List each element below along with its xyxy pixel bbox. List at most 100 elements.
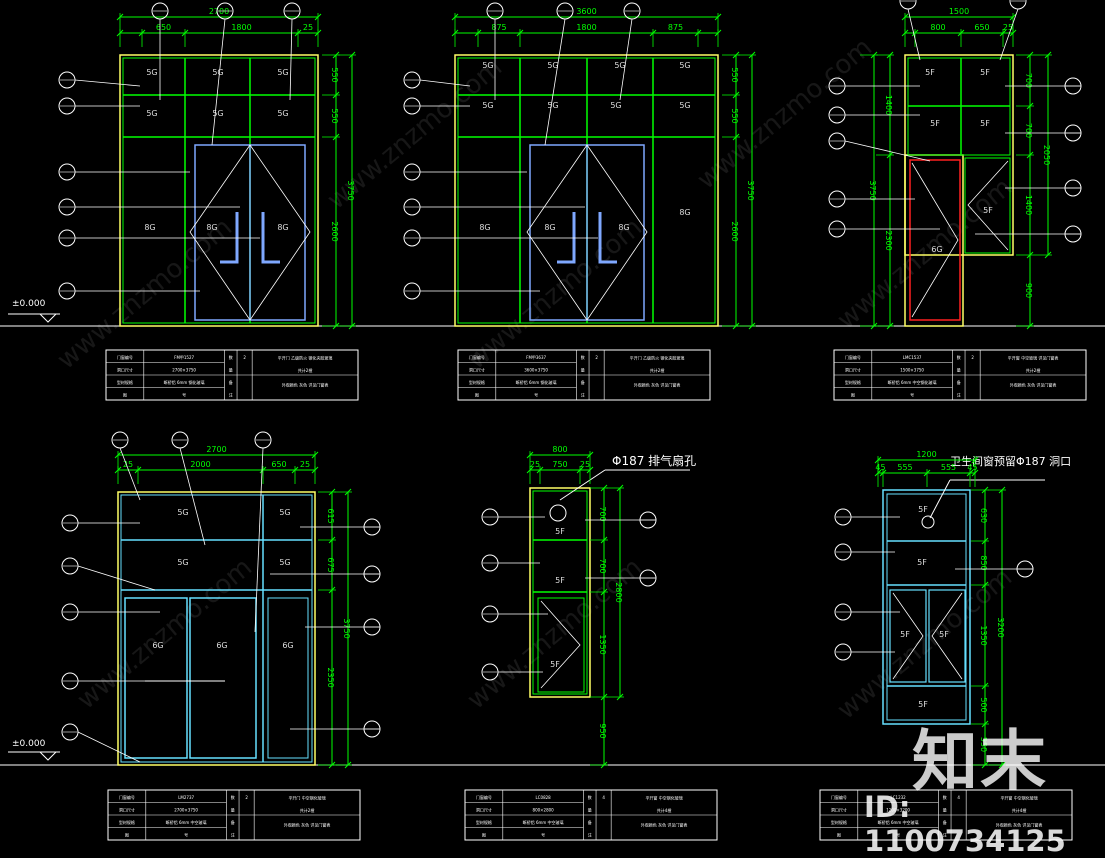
- schedule-cell: 号: [541, 832, 545, 838]
- elevation-5-casement-sash: [537, 597, 585, 693]
- schedule-cell: 洞口尺寸: [831, 807, 847, 813]
- leader-line: [211, 18, 226, 146]
- glass-spec-label: 5F: [918, 700, 928, 709]
- elevation-4-top-dim-text: 25: [300, 460, 310, 469]
- elevation-1-right-dim-text: 550: [330, 67, 339, 82]
- dim-slash: [332, 91, 340, 99]
- dim-slash: [348, 51, 356, 59]
- dim-slash: [649, 29, 657, 37]
- elevation-5-top-dim-text: 750: [552, 460, 567, 469]
- schedule-cell: 备: [588, 819, 592, 825]
- glass-spec-label: 5F: [918, 505, 928, 514]
- elevation-5-right-dim-text: 700: [598, 558, 607, 573]
- elevation-3-top-dim-text: 25: [1003, 23, 1013, 32]
- dim-slash: [600, 693, 608, 701]
- elevation-2-top-dim-text: 1800: [576, 23, 596, 32]
- elevation-5-outer-frame: [529, 487, 591, 698]
- tag-circle: [481, 605, 499, 623]
- tag-circle: [403, 97, 421, 115]
- dim-slash: [332, 51, 340, 59]
- glass-spec-label: 5F: [930, 119, 940, 128]
- schedule-cell: 平开门 乙级防火 钢化夹胶玻璃: [278, 354, 333, 360]
- schedule-cell: 型材规格: [476, 819, 492, 825]
- glass-spec-label: 5F: [900, 630, 910, 639]
- dim-slash: [526, 466, 534, 474]
- schedule-cell: 外观颜色 灰色 详见门窗表: [641, 821, 688, 827]
- window-swing-triangle: [892, 592, 924, 680]
- tag-circle: [1064, 77, 1082, 95]
- elevation-5-overall-dim-text: 800: [552, 445, 567, 454]
- glass-spec-label: 8G: [479, 223, 490, 232]
- leader-line: [619, 18, 633, 101]
- dim-slash: [1026, 51, 1034, 59]
- elevation-4-right-dim-text: 675: [326, 557, 335, 572]
- glass-spec-label: 5G: [146, 68, 157, 77]
- schedule-cell: 4: [602, 795, 605, 800]
- tag-circle: [61, 723, 79, 741]
- schedule-cell: 数: [229, 354, 233, 360]
- schedule-cell: 共计4樘: [1012, 807, 1027, 813]
- dim-slash: [998, 486, 1006, 494]
- schedule-cell: 备: [231, 819, 235, 825]
- schedule-cell: LC1232: [891, 795, 907, 800]
- dim-slash: [600, 536, 608, 544]
- window-swing-triangle: [967, 160, 1009, 251]
- schedule-cell: 4: [957, 795, 960, 800]
- watermark-id-text: ID: 1100734125: [864, 790, 1066, 858]
- glass-spec-label: 5G: [610, 101, 621, 110]
- dim-slash: [332, 133, 340, 141]
- dim-slash: [732, 51, 740, 59]
- leader-line: [544, 18, 566, 146]
- tag-circle: [639, 569, 657, 587]
- elevation-3-side-panel: [964, 157, 1011, 254]
- dim-slash: [138, 29, 146, 37]
- elevation-2-right-dim-text: 2600: [730, 221, 739, 241]
- leader-line: [844, 140, 931, 162]
- schedule-cell: 注: [588, 832, 592, 838]
- tag-circle: [1064, 225, 1082, 243]
- ventilation-hole: [921, 515, 935, 529]
- glass-spec-label: 5G: [279, 508, 290, 517]
- dim-slash: [348, 322, 356, 330]
- leader-line: [907, 8, 921, 61]
- annotation-leader: [559, 469, 606, 501]
- tag-circle: [61, 603, 79, 621]
- dim-slash: [259, 466, 267, 474]
- dim-slash: [311, 451, 319, 459]
- dim-slash: [586, 451, 594, 459]
- elevation-3-height-dim-text: 3750: [868, 180, 877, 200]
- glass-spec-label: 5F: [939, 630, 949, 639]
- schedule-cell: 图: [482, 832, 486, 838]
- dim-slash: [116, 13, 124, 21]
- tag-circle: [61, 514, 79, 532]
- tag-circle: [403, 282, 421, 300]
- schedule-cell: 门窗编号: [117, 354, 133, 360]
- dim-slash: [981, 761, 989, 769]
- door-swing-diamond: [189, 144, 311, 321]
- glass-spec-label: 5G: [482, 101, 493, 110]
- schedule-cell: 注: [231, 832, 235, 838]
- schedule-cell: 量: [229, 367, 233, 373]
- elevation-1-top-dim-text: 1800: [231, 23, 251, 32]
- dim-slash: [1026, 102, 1034, 110]
- elevation-2-height-dim-text: 3750: [746, 180, 755, 200]
- glass-spec-label: 5G: [679, 101, 690, 110]
- tag-circle: [61, 557, 79, 575]
- ground-level-triangle: [39, 751, 57, 761]
- schedule-cell: 断桥铝 6mm 钢化玻璃: [516, 379, 557, 385]
- dim-slash: [870, 322, 878, 330]
- elevation-3-top-dim-text: 650: [974, 23, 989, 32]
- dim-slash: [886, 322, 894, 330]
- schedule-cell: 门窗编号: [469, 354, 485, 360]
- dim-slash: [911, 29, 919, 37]
- elevation-4-door-leaf-right: [189, 597, 257, 759]
- schedule-cell: 型材规格: [831, 819, 847, 825]
- schedule-cell: LM2737: [178, 795, 194, 800]
- schedule-cell: 洞口尺寸: [476, 807, 492, 813]
- schedule-cell: 数: [588, 794, 592, 800]
- dim-slash: [901, 13, 909, 21]
- dim-slash: [981, 537, 989, 545]
- exhaust-fan-hole: [549, 504, 567, 522]
- glass-spec-label: 5G: [212, 109, 223, 118]
- schedule-cell: 注: [957, 392, 961, 398]
